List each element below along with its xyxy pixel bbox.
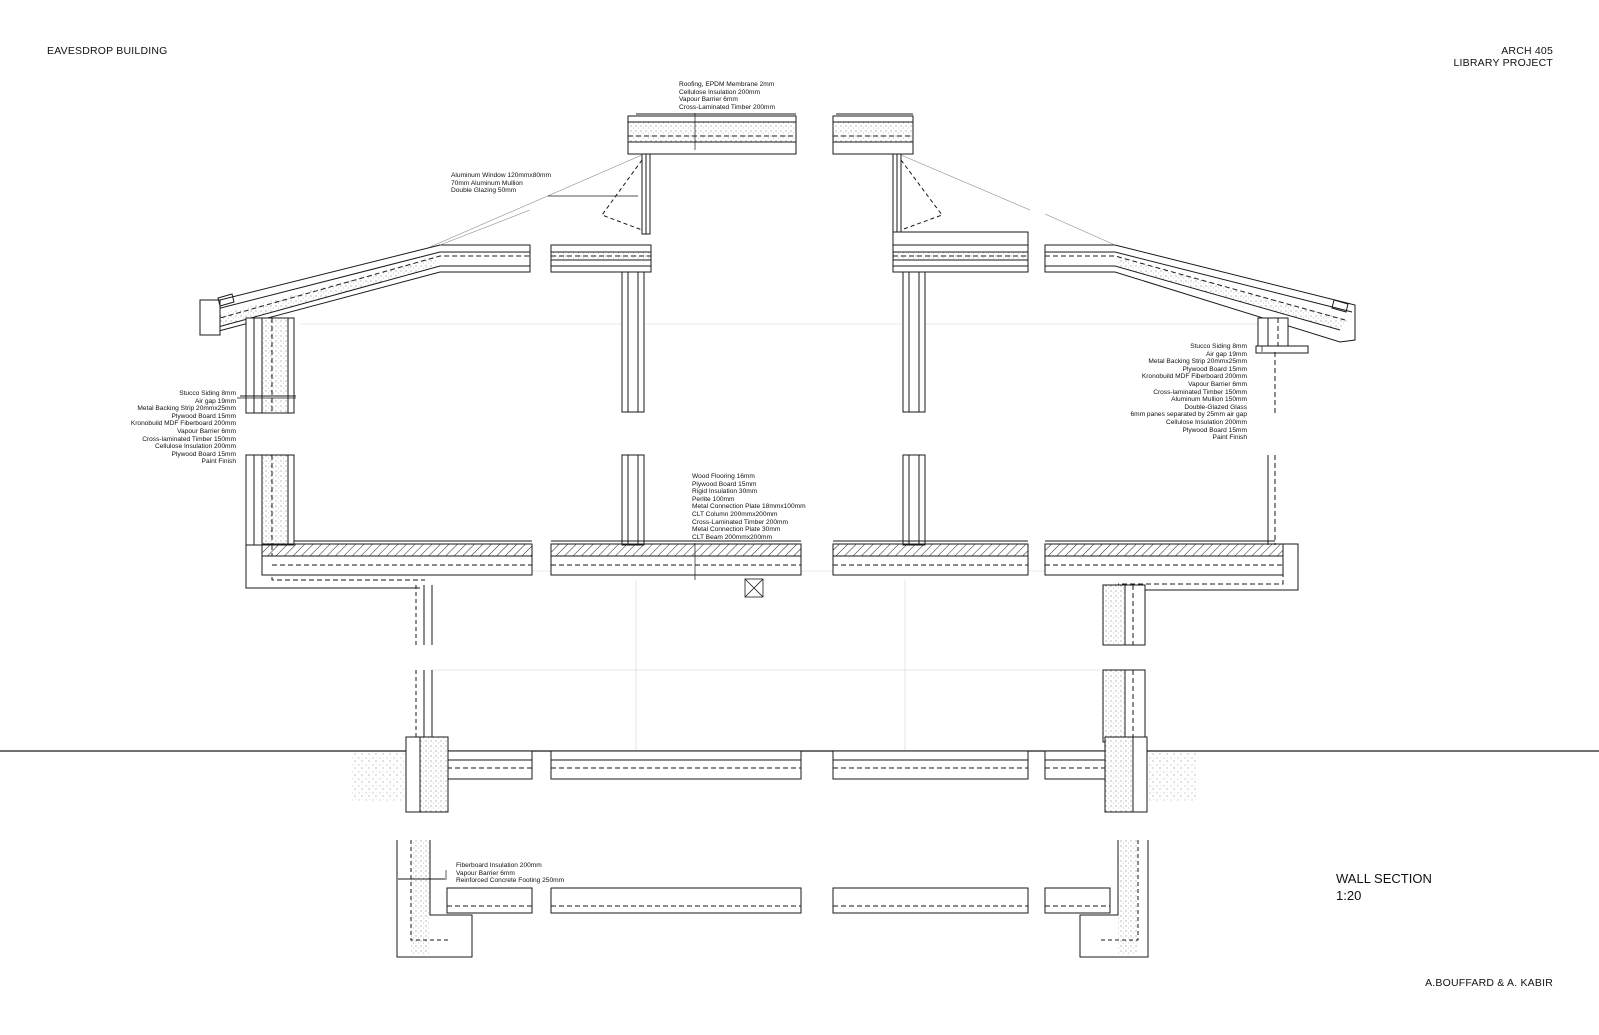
note-line: Vapour Barrier 6mm [177, 427, 236, 435]
note-line: Cellulose Insulation 200mm [679, 88, 760, 96]
clt-beam-section [744, 578, 764, 598]
clt-column-right [902, 271, 926, 546]
roof-monitor [627, 113, 914, 155]
note-line: Fiberboard Insulation 200mm [456, 862, 542, 869]
drawing-scale: 1:20 [1336, 888, 1362, 903]
exterior-wall-right-middle [1267, 455, 1276, 545]
floor-slab-right [1044, 540, 1299, 591]
note-line: 70mm Aluminum Mullion [451, 179, 523, 187]
note-line: Metal Connection Plate 30mm [692, 526, 781, 534]
note-line: Cellulose Insulation 200mm [155, 443, 236, 451]
clt-column-left [621, 271, 645, 546]
note-line: Cross-laminated Timber 150mm [1153, 388, 1247, 396]
note-line: Plywood Board 15mm [692, 480, 757, 488]
lower-wall-left [415, 585, 433, 740]
note-line: Perlite 100mm [692, 495, 735, 503]
right-wall-assembly-note: Stucco Siding 8mm Air gap 19mm Metal Bac… [1130, 343, 1247, 442]
note-line: Kronobuild MDF Fiberboard 200mm [130, 420, 236, 428]
floor-slab-left [261, 540, 533, 576]
project-name: EAVESDROP BUILDING [47, 45, 168, 57]
note-line: Plywood Board 15mm [171, 450, 236, 458]
note-line: Aluminum Window 120mmx80mm [451, 172, 552, 179]
exterior-wall-left-upper [240, 317, 296, 414]
note-line: Double Glazing 50mm [451, 187, 517, 195]
floor-slab-center-right [832, 540, 1029, 576]
note-line: Vapour Barrier 6mm [679, 96, 738, 104]
note-line: Paint Finish [201, 458, 236, 466]
note-line: Stucco Siding 8mm [179, 390, 236, 397]
note-line: 6mm panes separated by 25mm air gap [1130, 411, 1247, 419]
drawing-title: WALL SECTION [1336, 871, 1432, 886]
footing-left [396, 840, 802, 958]
note-line: Metal Connection Plate 18mmx100mm [692, 503, 806, 511]
note-line: CLT Column 200mmx200mm [692, 510, 778, 518]
clerestory-window-left [429, 153, 651, 248]
note-line: Aluminum Mullion 150mm [1171, 396, 1247, 404]
note-line: Plywood Board 15mm [1182, 426, 1247, 434]
exterior-wall-left-middle [245, 454, 425, 589]
foundation-wall-right [1104, 736, 1148, 813]
foundation-wall-left [405, 736, 449, 813]
note-line: Cross-Laminated Timber 200mm [679, 103, 776, 111]
slab-on-grade [446, 750, 1106, 780]
clerestory-window-right [892, 153, 1031, 235]
note-line: Metal Backing Strip 20mmx25mm [1148, 358, 1247, 366]
floor-assembly-note: Wood Flooring 16mm Plywood Board 15mm Ri… [692, 473, 806, 541]
roof-assembly-note: Roofing, EPDM Membrane 2mm Cellulose Ins… [679, 81, 775, 111]
floor-slab-center-left [550, 540, 802, 576]
note-line: Wood Flooring 16mm [692, 473, 755, 480]
footing-assembly-note: Fiberboard Insulation 200mm Vapour Barri… [456, 862, 564, 885]
note-line: Stucco Siding 8mm [1190, 343, 1247, 350]
note-line: Cross-Laminated Timber 200mm [692, 518, 789, 526]
note-line: Cross-laminated Timber 150mm [142, 435, 236, 443]
exterior-wall-right-upper [1255, 317, 1309, 415]
note-line: Plywood Board 15mm [1182, 365, 1247, 373]
note-line: Plywood Board 15mm [171, 412, 236, 420]
note-line: Rigid Insulation 30mm [692, 488, 758, 496]
note-line: Vapour Barrier 6mm [1188, 380, 1247, 388]
note-line: Paint Finish [1212, 434, 1247, 442]
leader-lines [237, 113, 1263, 880]
note-line: CLT Beam 200mmx200mm [692, 533, 773, 541]
note-line: Cellulose Insulation 200mm [1166, 418, 1247, 426]
roof-slab-right-interior [892, 231, 1029, 273]
lower-wall-right [1102, 584, 1146, 743]
left-wall-assembly-note: Stucco Siding 8mm Air gap 19mm Metal Bac… [131, 390, 236, 466]
note-line: Reinforced Concrete Footing 250mm [456, 877, 565, 885]
roof-slab-left-interior [550, 244, 652, 273]
footing-right [832, 840, 1149, 958]
note-line: Roofing, EPDM Membrane 2mm [679, 81, 775, 88]
soil-left [352, 753, 404, 801]
project-type: LIBRARY PROJECT [1453, 57, 1553, 69]
pitched-roof-right [1044, 213, 1356, 343]
course-block: ARCH 405 LIBRARY PROJECT [1454, 45, 1553, 69]
note-line: Air gap 19mm [194, 397, 236, 405]
drawing-title-block: WALL SECTION 1:20 [1336, 870, 1432, 904]
note-line: Metal Backing Strip 20mmx25mm [137, 405, 236, 413]
note-line: Kronobuild MDF Fiberboard 200mm [1141, 373, 1247, 381]
window-assembly-note: Aluminum Window 120mmx80mm 70mm Aluminum… [451, 172, 551, 195]
soil-right [1148, 753, 1196, 801]
note-line: Vapour Barrier 6mm [456, 869, 515, 877]
course-code: ARCH 405 [1501, 45, 1553, 57]
pitched-roof-left [199, 209, 531, 336]
note-line: Double-Glazed Glass [1184, 403, 1247, 411]
note-line: Air gap 19mm [1205, 350, 1247, 358]
authors: A.BOUFFARD & A. KABIR [1425, 977, 1553, 989]
